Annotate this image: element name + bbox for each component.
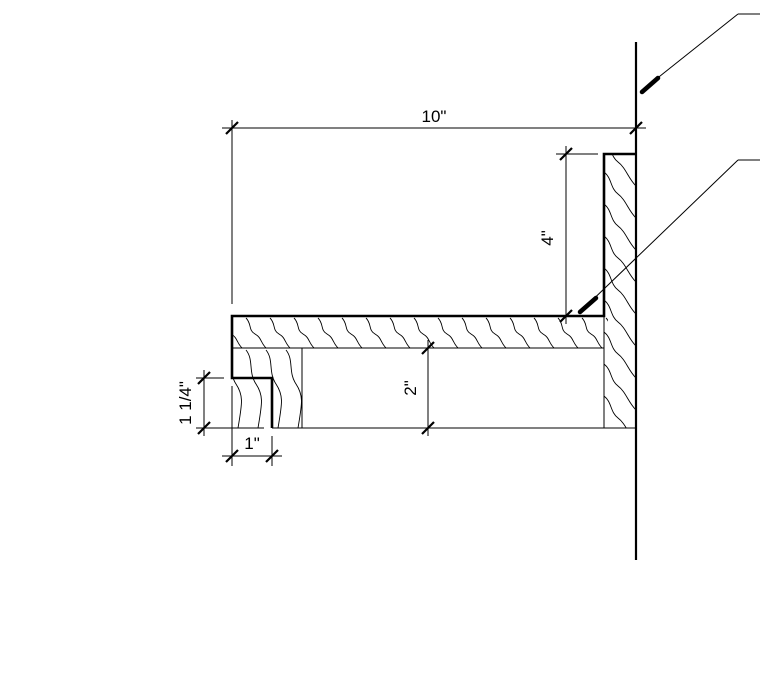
wood-grain-stroke — [557, 317, 579, 348]
nosing-height-tick-top — [197, 371, 211, 385]
wood-grain-stroke — [604, 427, 605, 428]
wood-grain-stroke — [581, 317, 603, 348]
overall-width-label: 10" — [422, 107, 447, 126]
wood-grain-stroke — [285, 349, 302, 428]
wood-grain-stroke — [365, 317, 387, 348]
wood-grain-stroke — [341, 317, 363, 348]
wood-grain-stroke — [611, 154, 636, 187]
front-drop-label: 2" — [401, 380, 420, 396]
leader-top-line — [644, 13, 739, 89]
nosing-height-label: 1 1/4" — [176, 381, 195, 425]
back-height-tick-bottom — [559, 309, 573, 323]
leader-middle-arrowhead — [577, 295, 599, 315]
overall-width-tick-left — [225, 121, 239, 135]
wood-grain-stroke — [509, 317, 531, 348]
wood-grain-stroke — [232, 334, 243, 348]
overall-width-tick-right — [629, 121, 643, 135]
wood-grain-stroke — [389, 317, 411, 348]
wood-grain-stroke — [317, 317, 339, 348]
nosing-width-tick-left — [225, 449, 239, 463]
top-board-grain — [232, 317, 608, 348]
leader-middle-line — [579, 159, 739, 313]
wood-grain-stroke — [461, 317, 483, 348]
nosing-width-label: 1" — [244, 434, 260, 453]
front-drop-tick-bottom — [421, 421, 435, 435]
front-drop-tick-top — [421, 341, 435, 355]
wood-grain-stroke — [605, 317, 608, 322]
nosing-height-tick-bottom — [197, 421, 211, 435]
dimension-nosing-width: 1" — [222, 386, 282, 466]
wood-grain-stroke — [265, 349, 282, 428]
wood-grain-stroke — [604, 235, 636, 283]
wood-grain-stroke — [437, 317, 459, 348]
dimension-nosing-height: 1 1/4" — [176, 370, 264, 436]
wood-grain-stroke — [245, 349, 262, 428]
wood-grain-stroke — [604, 331, 636, 379]
wood-grain-stroke — [604, 395, 627, 428]
dimension-front-drop: 2" — [401, 340, 435, 436]
wood-grain-stroke — [485, 317, 507, 348]
wood-grain-stroke — [604, 299, 636, 347]
nosing-width-tick-right — [265, 449, 279, 463]
wood-grain-stroke — [604, 203, 636, 251]
wood-grain-stroke — [232, 371, 242, 428]
leader-middle — [577, 159, 760, 315]
leader-top — [639, 13, 760, 95]
shelf-profile-outline — [230, 152, 636, 428]
wood-grain-stroke — [245, 317, 267, 348]
wood-grain-stroke — [413, 317, 435, 348]
back-height-tick-top — [559, 147, 573, 161]
wood-grain-stroke — [604, 171, 636, 219]
wood-grain-stroke — [604, 267, 636, 315]
wood-grain-stroke — [604, 363, 636, 411]
dimension-back-height: 4" — [538, 146, 598, 324]
wood-grain-stroke — [533, 317, 555, 348]
wood-grain-stroke — [293, 317, 315, 348]
leader-top-arrowhead — [639, 75, 661, 95]
front-cleat-grain — [232, 349, 302, 428]
back-height-label: 4" — [538, 230, 557, 246]
back-board-grain — [604, 154, 636, 428]
dimension-overall-width: 10" — [222, 107, 646, 304]
wood-grain-stroke — [269, 317, 291, 348]
